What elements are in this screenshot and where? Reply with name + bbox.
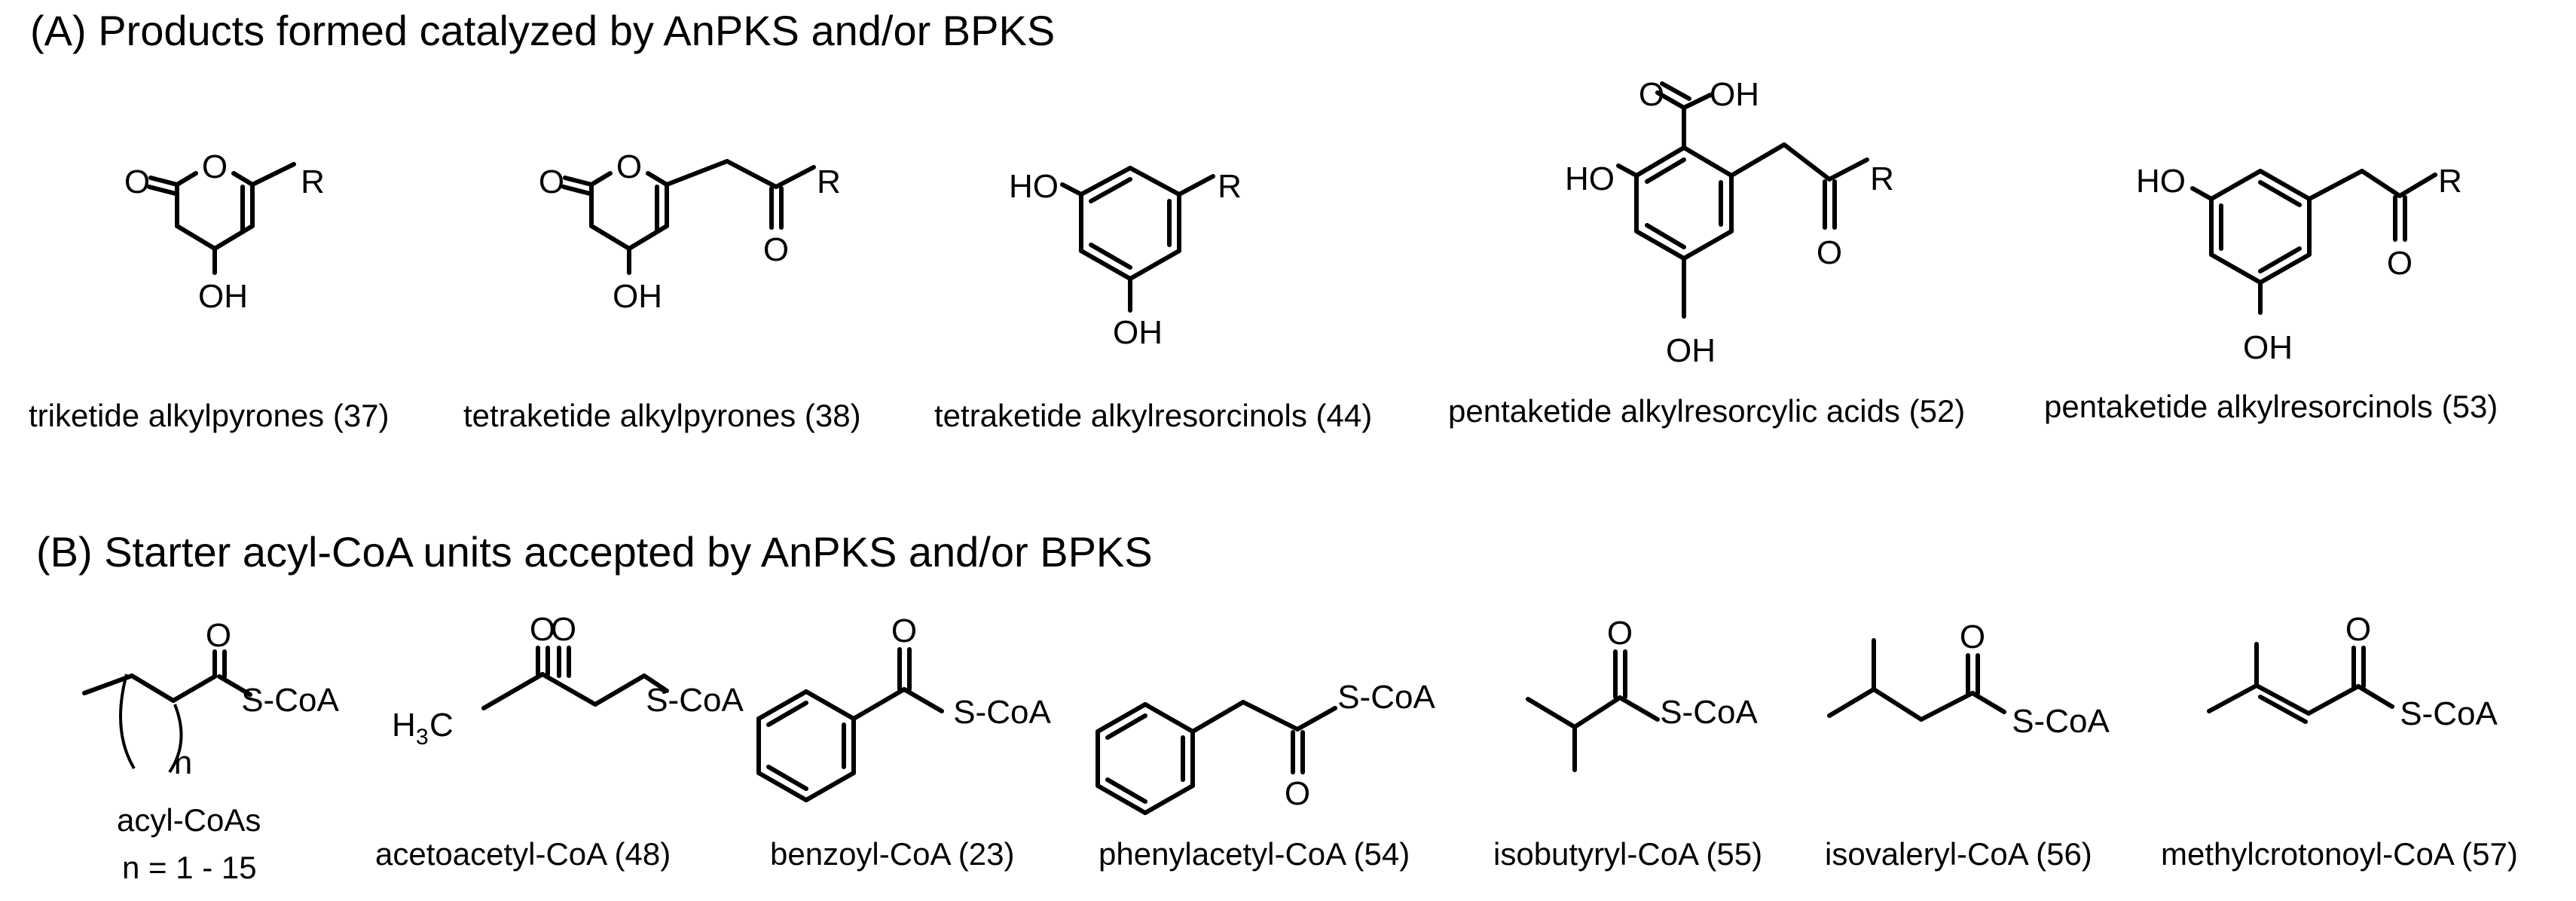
caption-tetraketide-alkylpyrones: tetraketide alkylpyrones (38) (463, 398, 861, 433)
svg-text:S-CoA: S-CoA (1337, 679, 1435, 716)
structure-triketide-alkylpyrone: O O R OH (124, 148, 325, 315)
svg-text:O: O (891, 612, 917, 649)
caption-tetraketide-alkylresorcinols: tetraketide alkylresorcinols (44) (934, 398, 1373, 433)
svg-text:O: O (206, 617, 231, 654)
svg-text:H: H (392, 707, 416, 744)
svg-text:O: O (763, 231, 789, 268)
svg-text:O: O (1285, 775, 1310, 812)
svg-text:S-CoA: S-CoA (646, 682, 744, 719)
svg-text:HO: HO (1565, 160, 1615, 197)
svg-text:n: n (174, 744, 192, 781)
svg-text:HO: HO (2136, 163, 2186, 200)
svg-text:O: O (551, 611, 576, 648)
svg-text:3: 3 (416, 725, 429, 750)
svg-text:OH: OH (1710, 76, 1759, 113)
svg-text:OH: OH (198, 278, 248, 315)
svg-text:S-CoA: S-CoA (2400, 695, 2498, 732)
structure-methylcrotonoyl-coa: O S-CoA (2207, 611, 2498, 732)
svg-text:O: O (1960, 618, 1985, 655)
svg-text:O: O (1639, 76, 1664, 113)
svg-text:S-CoA: S-CoA (2012, 703, 2110, 740)
caption-pentaketide-alkylresorcinols: pentaketide alkylresorcinols (53) (2044, 389, 2498, 424)
svg-text:R: R (817, 163, 841, 200)
svg-text:OH: OH (1666, 332, 1716, 369)
structure-tetraketide-alkylpyrone: O O R O OH (539, 148, 841, 315)
svg-text:S-CoA: S-CoA (953, 694, 1051, 731)
structure-benzoyl-coa: O S-CoA (756, 612, 1051, 802)
structure-phenylacetyl-coa: O S-CoA (1095, 679, 1435, 815)
caption-triketide-alkylpyrones: triketide alkylpyrones (37) (29, 398, 390, 433)
svg-text:O: O (530, 611, 555, 648)
svg-text:OH: OH (2243, 329, 2293, 366)
caption-methylcrotonoyl-coa: methylcrotonoyl-CoA (57) (2161, 836, 2518, 872)
svg-text:O: O (616, 148, 642, 185)
svg-text:OH: OH (1113, 314, 1163, 351)
structure-isobutyryl-coa: O S-CoA (1526, 615, 1758, 772)
section-b-title: (B) Starter acyl-CoA units accepted by A… (36, 528, 1153, 576)
caption-pentaketide-alkylresorcylic-acids: pentaketide alkylresorcylic acids (52) (1448, 393, 1966, 429)
caption-acyl-coas: acyl-CoAs (117, 802, 261, 838)
svg-text:O: O (539, 163, 564, 200)
svg-text:R: R (1218, 168, 1242, 205)
svg-text:C: C (429, 707, 454, 744)
svg-text:O: O (124, 163, 150, 200)
svg-text:R: R (301, 163, 325, 200)
structure-acyl-coa: O S-CoA n (82, 617, 339, 781)
structure-tetraketide-alkylresorcinol: HO R OH (1009, 166, 1242, 351)
caption-phenylacetyl-coa: phenylacetyl-CoA (54) (1099, 836, 1410, 872)
caption-acyl-coas-range: n = 1 - 15 (122, 850, 257, 885)
caption-acetoacetyl-coa: acetoacetyl-CoA (48) (375, 836, 671, 872)
section-a-title: (A) Products formed catalyzed by AnPKS a… (30, 7, 1056, 54)
svg-text:O: O (1817, 234, 1842, 271)
structure-pentaketide-alkylresorcylic-acid: O OH HO R O OH (1565, 76, 1894, 369)
svg-text:O: O (202, 148, 228, 185)
svg-text:O: O (1607, 615, 1633, 652)
svg-text:HO: HO (1009, 168, 1059, 205)
svg-text:S-CoA: S-CoA (1660, 694, 1758, 731)
caption-isovaleryl-coa: isovaleryl-CoA (56) (1825, 836, 2092, 872)
svg-text:S-CoA: S-CoA (241, 682, 339, 719)
structure-pentaketide-alkylresorcinol: HO R O OH (2136, 163, 2462, 366)
structure-acetoacetyl-coa: O O H 3 C S-CoA (392, 611, 744, 750)
svg-text:OH: OH (613, 278, 662, 315)
svg-text:O: O (2387, 245, 2413, 282)
caption-benzoyl-coa: benzoyl-CoA (23) (770, 836, 1015, 872)
svg-text:O: O (2345, 611, 2371, 648)
caption-isobutyryl-coa: isobutyryl-CoA (55) (1493, 836, 1763, 872)
svg-text:R: R (1870, 160, 1894, 197)
structure-isovaleryl-coa: O S-CoA (1827, 618, 2110, 740)
svg-text:R: R (2438, 163, 2462, 200)
